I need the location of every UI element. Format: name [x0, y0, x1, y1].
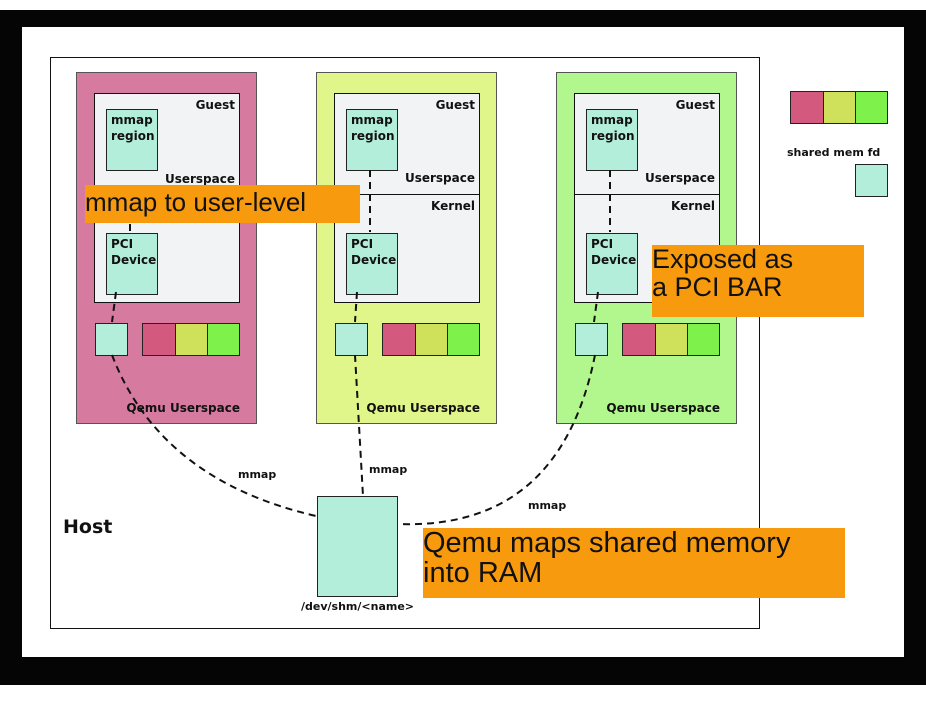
eventfds — [382, 323, 480, 356]
annotation-user-level: mmap to user-level — [85, 185, 360, 223]
eventfds — [622, 323, 720, 356]
shared-mem-fd — [575, 323, 608, 356]
eventfd-green — [855, 92, 887, 123]
shared-mem-fd — [335, 323, 368, 356]
annotation-pci-bar: Exposed as a PCI BAR — [652, 245, 864, 317]
eventfd-green — [447, 324, 479, 355]
eventfd-green — [687, 324, 719, 355]
eventfd-yellow — [655, 324, 687, 355]
vm2-pci-link — [354, 291, 358, 323]
guest-label: Guest — [195, 98, 235, 112]
legend-shared-mem-label: shared mem fd — [787, 146, 881, 159]
eventfd-yellow — [823, 92, 855, 123]
mmap-region-label: mmap region — [351, 113, 395, 143]
pci-device-label: PCI Device — [111, 237, 157, 267]
vm3-pci-link — [593, 291, 599, 323]
eventfd-red — [143, 324, 175, 355]
eventfd-red — [791, 92, 823, 123]
shm-path-label: /dev/shm/<name> — [301, 600, 415, 613]
userspace-label: Userspace — [164, 172, 235, 186]
mmap-label-2: mmap — [369, 463, 408, 476]
eventfds — [142, 323, 240, 356]
mmap-region-box: mmap region — [106, 109, 158, 171]
kernel-label: Kernel — [671, 199, 715, 213]
pci-device-box: PCI Device — [586, 233, 638, 295]
vm1-pci-link — [111, 291, 117, 323]
mmap-label-1: mmap — [238, 468, 277, 481]
pci-device-box: PCI Device — [106, 233, 158, 295]
kernel-label: Kernel — [431, 199, 475, 213]
eventfd-yellow — [415, 324, 447, 355]
user-kernel-divider — [335, 194, 479, 195]
eventfd-red — [383, 324, 415, 355]
mmap-region-label: mmap region — [111, 113, 155, 143]
guest-box: Guest mmap region Userspace Kernel PCI D… — [574, 93, 720, 303]
guest-label: Guest — [675, 98, 715, 112]
pci-device-label: PCI Device — [351, 237, 397, 267]
vm-3: Guest mmap region Userspace Kernel PCI D… — [556, 72, 737, 424]
mmap-curve-vm1 — [111, 354, 317, 517]
mmap-region-label: mmap region — [591, 113, 635, 143]
shm-file-box — [317, 496, 398, 597]
user-kernel-divider — [575, 194, 719, 195]
guest-label: Guest — [435, 98, 475, 112]
legend-shared-mem-fd — [855, 164, 888, 197]
mmap-region-box: mmap region — [586, 109, 638, 171]
eventfd-red — [623, 324, 655, 355]
vm-1: Guest mmap region Userspace PCI Device Q… — [76, 72, 257, 424]
host-label: Host — [63, 516, 113, 538]
legend-eventfds — [790, 91, 888, 124]
pci-device-label: PCI Device — [591, 237, 637, 267]
eventfd-yellow — [175, 324, 207, 355]
eventfd-green — [207, 324, 239, 355]
shared-mem-fd — [95, 323, 128, 356]
qemu-userspace-label: Qemu Userspace — [366, 401, 480, 415]
annotation-ram: Qemu maps shared memory into RAM — [423, 528, 845, 598]
userspace-label: Userspace — [644, 171, 715, 185]
userspace-label: Userspace — [404, 171, 475, 185]
qemu-userspace-label: Qemu Userspace — [606, 401, 720, 415]
mmap-label-3: mmap — [528, 499, 567, 512]
pci-device-box: PCI Device — [346, 233, 398, 295]
mmap-curve-vm3 — [397, 354, 596, 526]
qemu-userspace-label: Qemu Userspace — [126, 401, 240, 415]
mmap-line-vm2 — [354, 354, 364, 497]
mmap-region-box: mmap region — [346, 109, 398, 171]
